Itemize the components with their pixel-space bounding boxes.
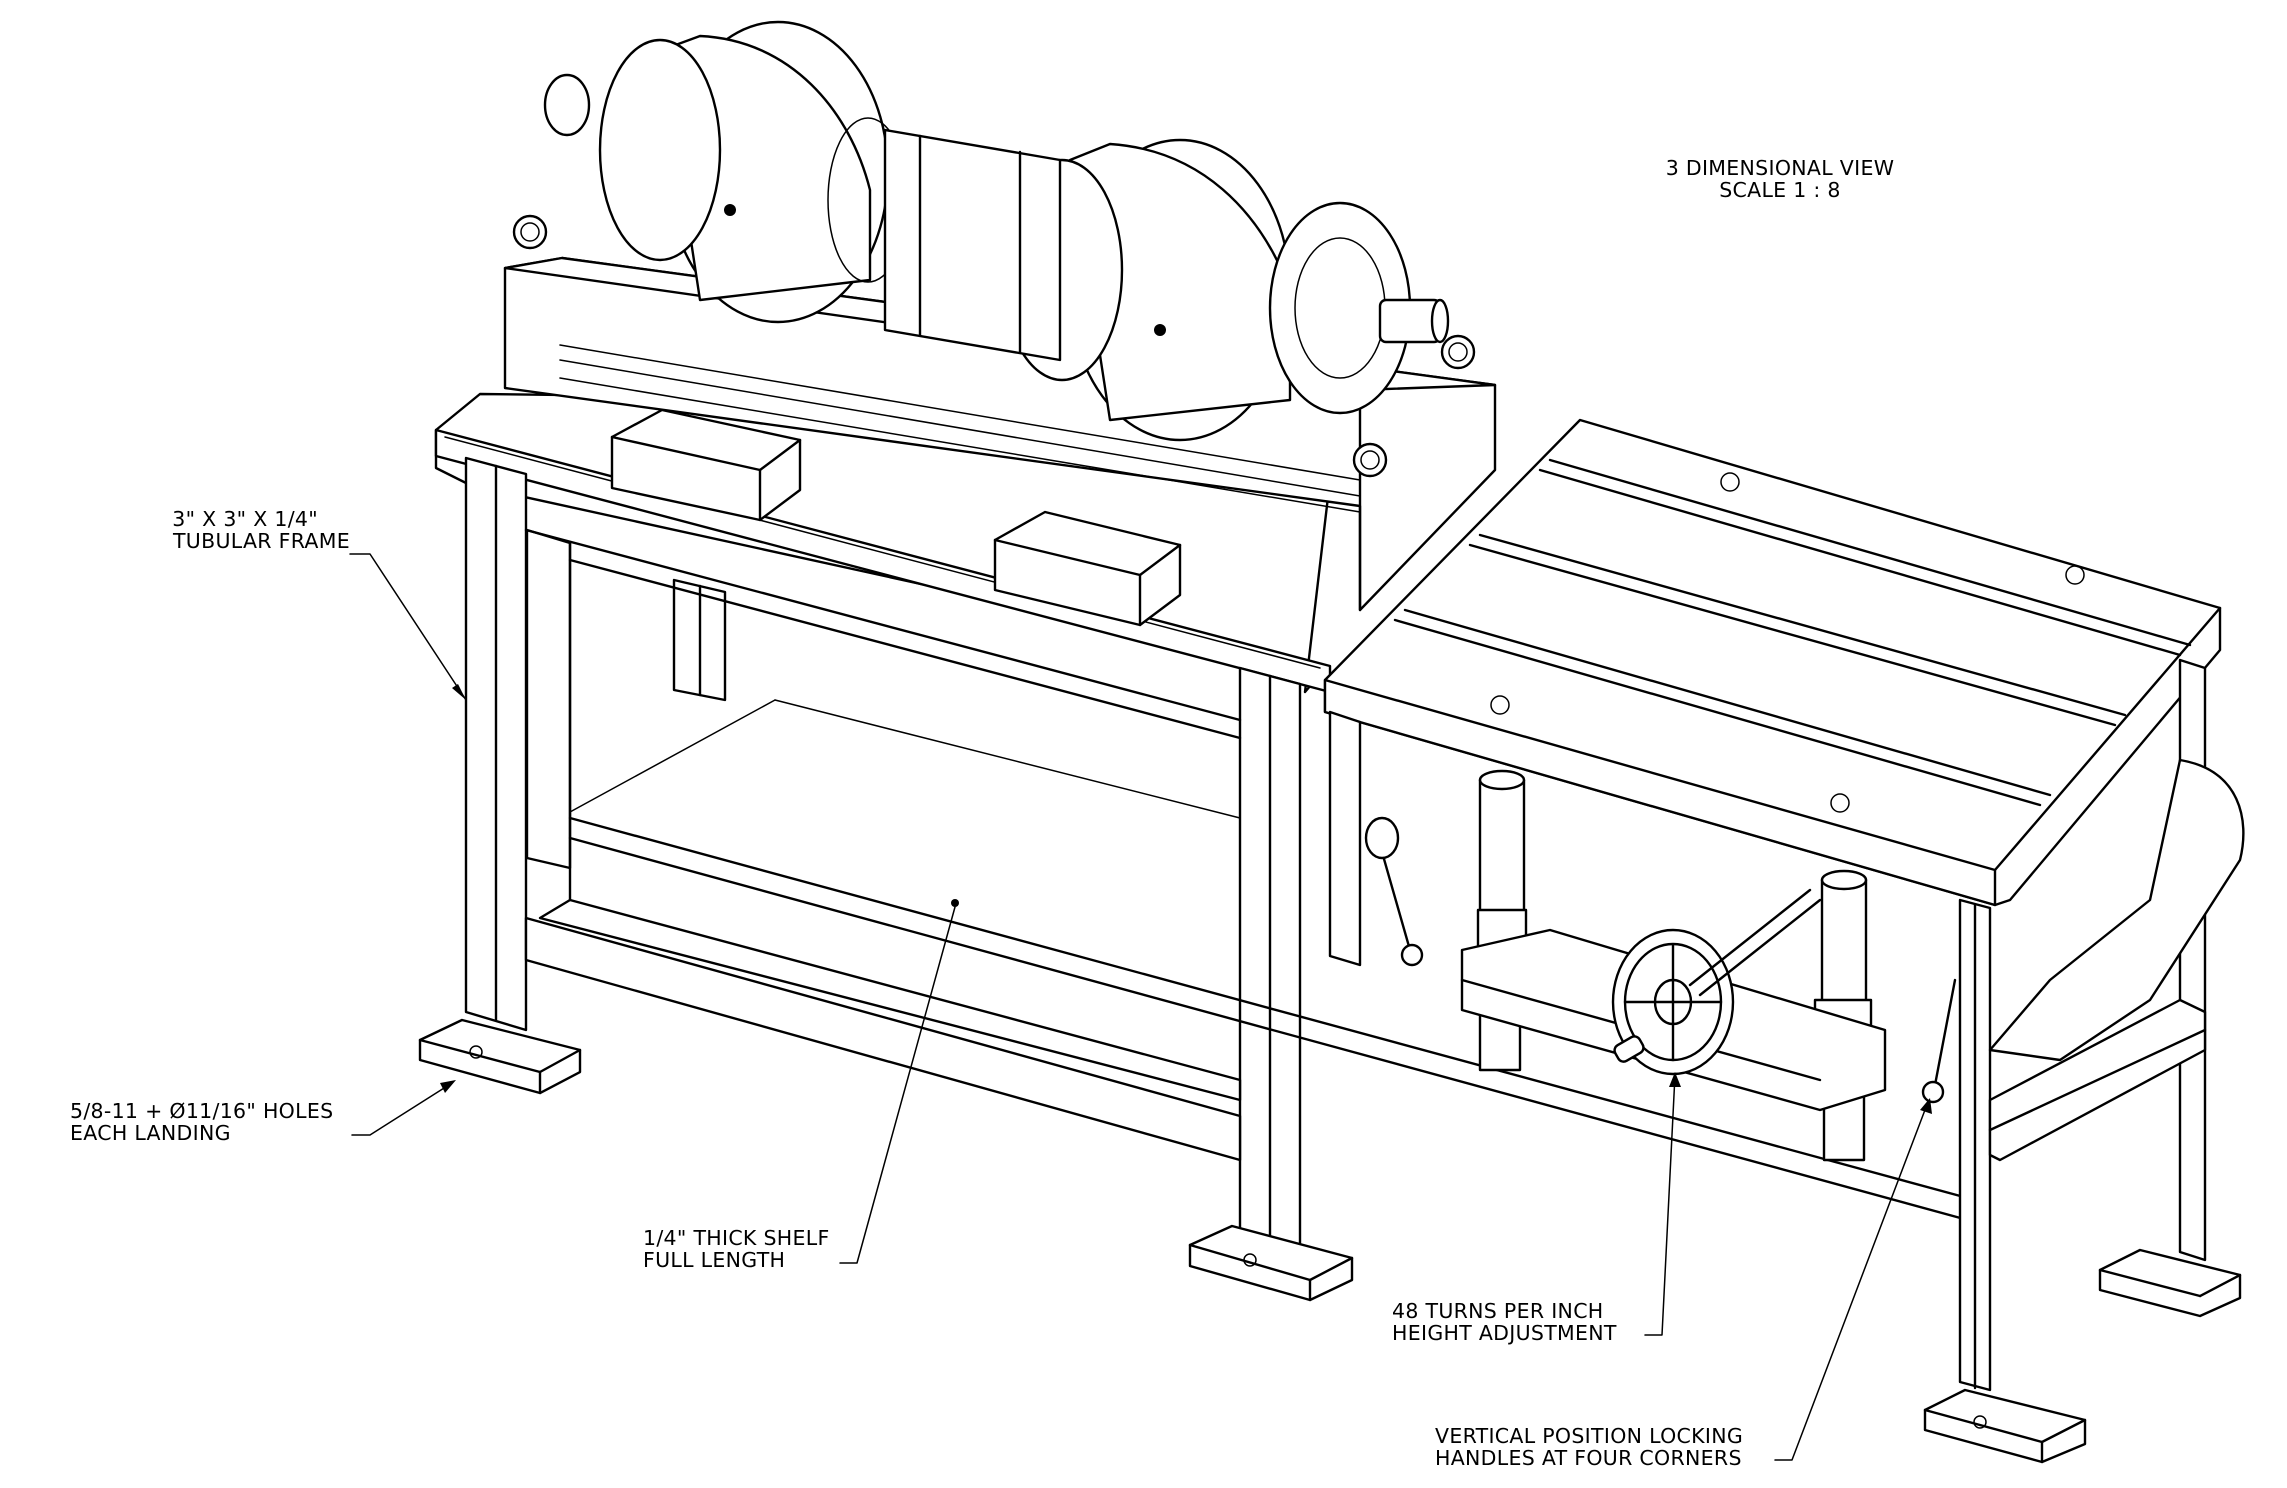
view-title-line2: SCALE 1 : 8 <box>1719 178 1841 202</box>
right-table <box>1323 418 2245 1464</box>
callout-frame: 3" X 3" X 1/4" TUBULAR FRAME <box>140 508 350 552</box>
callout-shelf-line2: FULL LENGTH <box>643 1248 786 1272</box>
callout-shelf-line1: 1/4" THICK SHELF <box>643 1226 830 1250</box>
leader-lines <box>349 553 1932 1461</box>
view-title-line1: 3 DIMENSIONAL VIEW <box>1665 156 1895 180</box>
callout-holes-line2: EACH LANDING <box>70 1121 231 1145</box>
junction-boxes <box>610 408 1182 627</box>
callout-handwheel-line2: HEIGHT ADJUSTMENT <box>1392 1321 1617 1345</box>
callout-frame-line1: 3" X 3" X 1/4" <box>172 507 318 531</box>
callout-handles-line2: HANDLES AT FOUR CORNERS <box>1435 1446 1742 1470</box>
callout-handles: VERTICAL POSITION LOCKING HANDLES AT FOU… <box>1435 1425 1743 1469</box>
callout-handwheel: 48 TURNS PER INCH HEIGHT ADJUSTMENT <box>1392 1300 1617 1344</box>
callout-handwheel-line1: 48 TURNS PER INCH <box>1392 1299 1604 1323</box>
callout-holes-line1: 5/8-11 + Ø11/16" HOLES <box>70 1099 334 1123</box>
callout-frame-line2: TUBULAR FRAME <box>172 529 350 553</box>
callout-shelf: 1/4" THICK SHELF FULL LENGTH <box>643 1227 830 1271</box>
motor-assembly <box>503 20 1497 612</box>
callout-holes: 5/8-11 + Ø11/16" HOLES EACH LANDING <box>70 1100 333 1144</box>
callout-handles-line1: VERTICAL POSITION LOCKING <box>1435 1424 1744 1448</box>
view-title: 3 DIMENSIONAL VIEW SCALE 1 : 8 <box>1645 157 1915 201</box>
